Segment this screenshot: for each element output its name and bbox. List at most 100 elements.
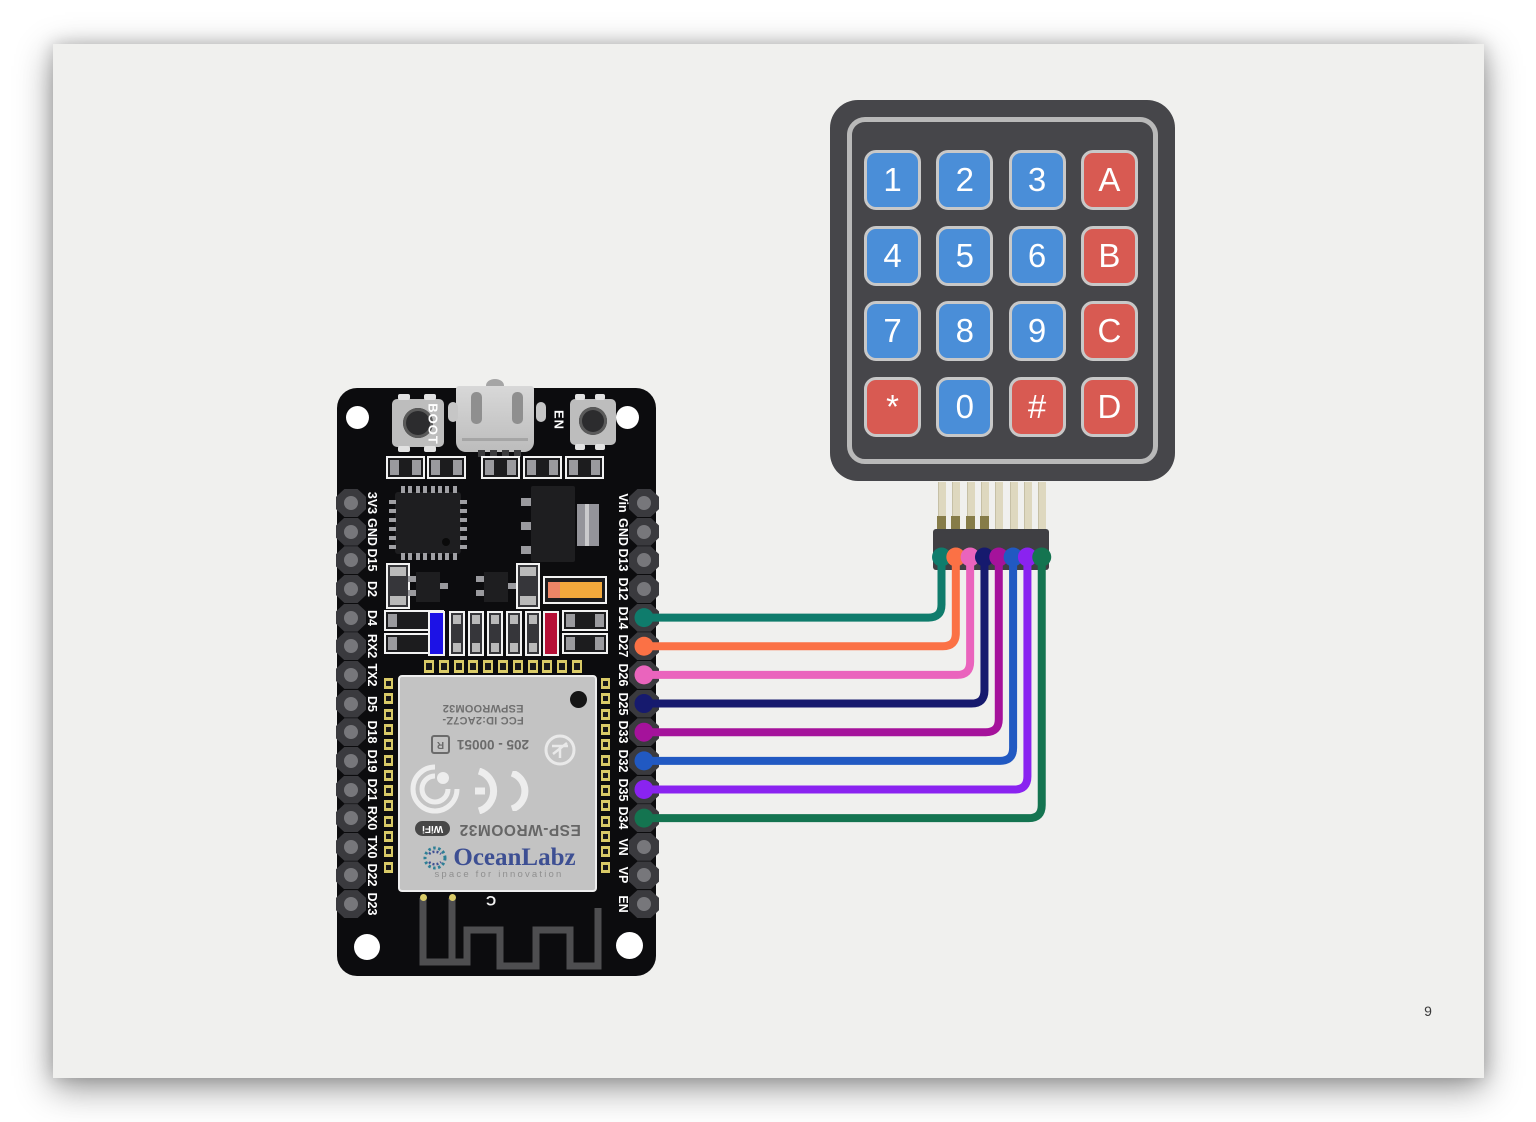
pin-pad-D35: [629, 775, 659, 804]
pin-pad-D25: [629, 689, 659, 718]
pin-pad-TX0: [336, 832, 366, 861]
castellation: [384, 754, 393, 766]
en-button-tab: [575, 444, 585, 450]
pin-label-D22: D22: [364, 863, 379, 887]
chip-pin: [401, 553, 405, 560]
pin-label-EN: EN: [615, 895, 630, 913]
keypad-pin: [938, 482, 946, 529]
castellation: [424, 660, 434, 673]
castellation: [384, 769, 393, 781]
keypad-key-B: B: [1080, 225, 1138, 286]
castellation: [601, 739, 610, 751]
castellation: [601, 723, 610, 735]
pin-pad-D21: [336, 775, 366, 804]
keypad-pin: [1009, 482, 1018, 529]
pin-pad-RX2: [336, 632, 366, 661]
chip-pin: [423, 486, 428, 493]
castellation: [601, 708, 610, 720]
pin-pad-D18: [336, 718, 366, 747]
wifi-badge: WiFi: [415, 821, 451, 837]
keypad-pin: [952, 482, 961, 529]
chip-pin: [423, 553, 428, 560]
transistor: [484, 572, 508, 602]
pin-label-D34: D34: [615, 806, 630, 830]
castellation: [557, 660, 568, 673]
castellation: [384, 693, 393, 705]
chip-pin: [408, 486, 413, 493]
castellation: [483, 660, 494, 673]
pin-hole: [637, 897, 651, 912]
chip-pin: [460, 518, 467, 522]
pin-label-TX0: TX0: [364, 835, 379, 859]
castellation: [438, 660, 449, 673]
keypad-connector: [933, 529, 1049, 570]
module-model-text: ESP-WROOM32: [459, 821, 581, 838]
chip-pin: [445, 553, 450, 560]
pin-hole: [637, 496, 651, 510]
pin-label-RX0: RX0: [364, 805, 379, 831]
smd-capacitor: [487, 611, 503, 656]
pin-pad-GND: [629, 517, 659, 546]
pin-pad-Vin: [629, 489, 659, 517]
en-button-cap: [579, 407, 607, 435]
smd-resistor: [523, 456, 562, 479]
castellation: [542, 660, 553, 673]
pin-hole: [344, 496, 358, 510]
pin-pad-D34: [629, 804, 659, 833]
castellation: [453, 660, 464, 673]
pin-hole: [344, 868, 358, 883]
chip-pin: [452, 486, 457, 493]
castellation: [384, 785, 393, 797]
regulator-leg: [521, 546, 531, 554]
smd-capacitor: [386, 563, 410, 609]
oceanlabz-globe-icon: [423, 846, 447, 870]
boot-button-tab: [398, 446, 410, 452]
pcb-antenna: [419, 898, 602, 970]
castellation: [384, 723, 393, 735]
en-button-tab: [595, 444, 605, 450]
pin-pad-GND: [336, 517, 366, 546]
keypad-key-1: 1: [864, 150, 921, 210]
pin-hole: [344, 782, 358, 797]
usb-pin: [490, 450, 497, 457]
cert-number-text: 205 - 00051: [456, 737, 530, 753]
usb-pin: [514, 450, 521, 457]
chip-pin: [408, 553, 413, 560]
castellation: [512, 660, 523, 673]
chip-pin: [389, 536, 396, 540]
chip-pin: [389, 518, 396, 522]
castellation: [527, 660, 538, 673]
page-number: 9: [1424, 1003, 1432, 1019]
mount-hole: [346, 406, 369, 429]
pin-label-D18: D18: [364, 720, 379, 744]
pin-pad-D4: [336, 603, 366, 632]
chip-pin: [401, 486, 405, 493]
castellation: [384, 739, 393, 751]
pin-pad-D15: [336, 546, 366, 575]
giteki-mark-icon: [544, 734, 576, 766]
transistor-leg: [408, 590, 416, 596]
pin-label-D25: D25: [615, 692, 630, 716]
pin-pad-D23: [336, 890, 366, 919]
mount-hole: [616, 932, 643, 959]
en-label: EN: [551, 409, 567, 431]
antenna-feed-pad: [420, 894, 427, 901]
pin-hole: [344, 524, 358, 539]
pin-label-VN: VN: [615, 838, 630, 856]
pin-pad-D22: [336, 861, 366, 890]
pin-pad-EN: [629, 890, 659, 919]
castellation: [601, 861, 610, 873]
pin-hole: [344, 639, 358, 654]
keypad-key-3: 3: [1008, 150, 1066, 210]
regulator-leg: [521, 498, 531, 506]
boot-button-tab: [424, 394, 436, 400]
pin-label-D5: D5: [364, 695, 379, 712]
pin-pad-D14: [629, 603, 659, 632]
mount-hole: [354, 934, 380, 960]
castellation: [384, 678, 393, 689]
smd-resistor: [427, 456, 466, 479]
pin-hole: [344, 553, 358, 568]
chip-pin: [460, 536, 467, 540]
castellation: [572, 660, 582, 673]
chip-pin: [460, 500, 467, 504]
